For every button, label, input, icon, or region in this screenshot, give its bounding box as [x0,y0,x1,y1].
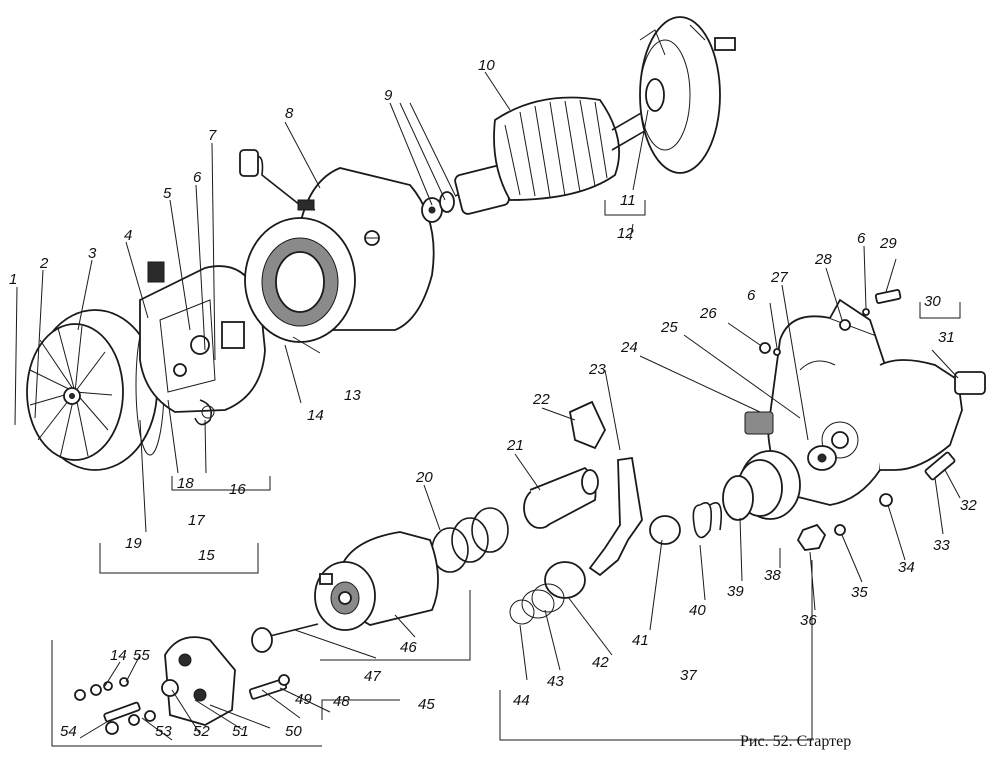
solenoid [251,531,439,653]
part-label-4: 4 [124,227,132,244]
part-label-30: 30 [924,293,941,310]
part-label-7: 7 [208,127,217,144]
part-label-14b: 14 [110,647,127,664]
part-label-14: 14 [307,407,324,424]
part-label-54: 54 [60,723,77,740]
part-label-45: 45 [418,696,435,713]
part-label-48: 48 [333,693,350,710]
part-label-33: 33 [933,537,950,554]
gear-housing [767,298,986,506]
washers [421,191,455,223]
parts-illustration [26,16,986,735]
part-label-35: 35 [851,584,868,601]
part-label-6b: 6 [747,287,756,304]
part-label-29: 29 [879,235,897,252]
part-label-42: 42 [592,654,609,671]
part-label-25: 25 [660,319,678,336]
part-label-2: 2 [39,255,49,272]
armature [454,96,656,215]
return-spring [431,507,509,573]
leader-lines [14,71,961,747]
part-label-3: 3 [88,245,97,262]
part-label-8: 8 [285,105,294,122]
part-label-13: 13 [344,387,361,404]
part-label-26: 26 [699,305,717,322]
part-label-1: 1 [9,271,17,288]
part-label-10: 10 [478,57,495,74]
part-number-labels: 1 2 3 4 5 6 7 8 9 10 11 12 13 14 15 16 1… [9,57,977,740]
part-label-46: 46 [400,639,417,656]
pinion [744,411,837,471]
part-label-6c: 6 [857,230,866,247]
fan-cover [26,309,158,471]
part-label-51: 51 [232,723,249,740]
part-label-32: 32 [960,497,977,514]
part-label-38: 38 [764,567,781,584]
spring-set [509,561,586,625]
screws [759,289,902,356]
drive-end-cover [639,16,736,174]
lever [588,456,643,577]
part-label-36: 36 [800,612,817,629]
stator-housing [239,149,435,343]
part-label-31: 31 [938,329,955,346]
part-label-18: 18 [177,475,194,492]
part-label-27: 27 [770,269,788,286]
part-label-55: 55 [133,647,150,664]
part-label-41: 41 [632,632,649,649]
part-label-39: 39 [727,583,744,600]
part-label-17: 17 [188,512,205,529]
part-label-52: 52 [193,723,210,740]
part-label-50: 50 [285,723,302,740]
figure-caption: Рис. 52. Стартер [740,733,851,750]
part-label-11: 11 [620,192,636,209]
part-label-47: 47 [364,668,381,685]
part-label-49: 49 [295,691,312,708]
part-label-6: 6 [193,169,202,186]
part-label-23: 23 [588,361,606,378]
terminal-cap [74,636,290,735]
part-label-12: 12 [617,225,634,242]
part-label-20: 20 [415,469,433,486]
clutch [649,450,801,545]
plunger [523,466,599,529]
hardware-small [796,451,956,551]
part-label-5: 5 [163,185,172,202]
part-label-28: 28 [814,251,832,268]
part-label-24: 24 [620,339,638,356]
part-label-34: 34 [898,559,915,576]
part-label-19: 19 [125,535,142,552]
part-label-43: 43 [547,673,564,690]
brush-holder [139,261,266,426]
part-label-22: 22 [532,391,550,408]
part-label-21: 21 [506,437,524,454]
part-label-40: 40 [689,602,706,619]
part-label-44: 44 [513,692,530,709]
part-label-9: 9 [384,87,393,104]
plate [568,400,607,450]
part-label-15: 15 [198,547,215,564]
part-label-16: 16 [229,481,246,498]
part-label-37: 37 [680,667,697,684]
part-label-53: 53 [155,723,172,740]
